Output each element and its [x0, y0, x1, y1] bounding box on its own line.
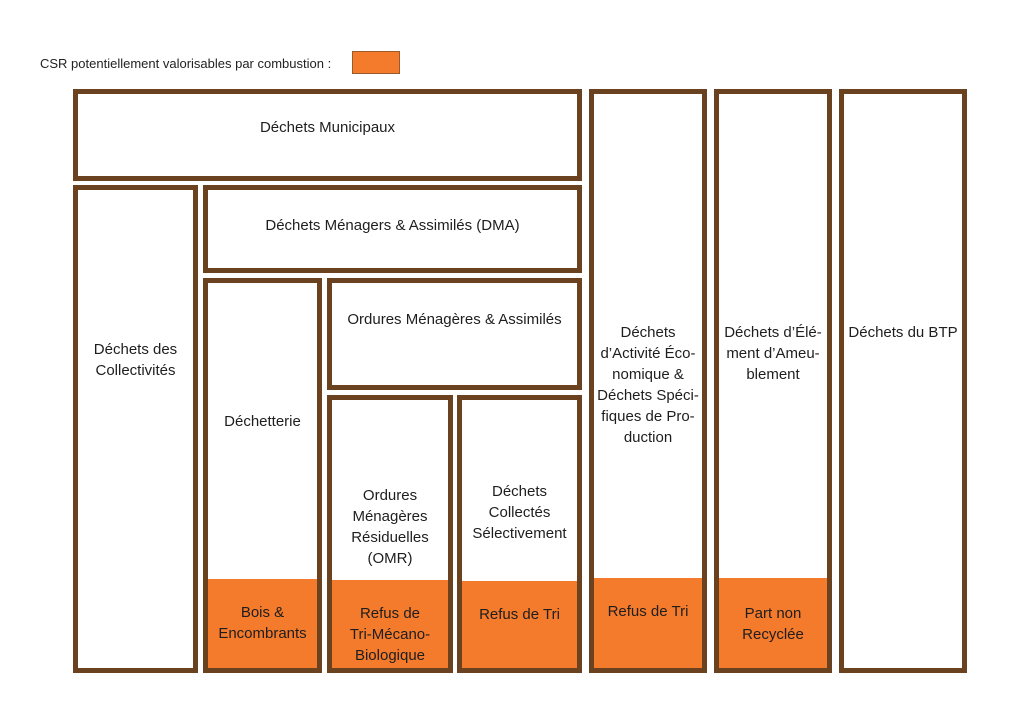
label-line: Recyclée: [742, 626, 804, 643]
box-label: Ordures Ménagères Résiduelles (OMR): [332, 485, 448, 569]
label-line: Refus de Tri: [607, 603, 689, 620]
csr-region-refus-de-tri: Refus de Tri: [594, 578, 702, 668]
label-line: Part non: [744, 605, 802, 622]
box-omr: Ordures Ménagères Résiduelles (OMR) Refu…: [327, 395, 453, 673]
legend-text: CSR potentiellement valorisables par com…: [40, 51, 331, 75]
label-line: Déchets Municipaux: [259, 119, 396, 136]
csr-label: Refus de Tri: [594, 601, 702, 622]
label-line: nomique &: [612, 366, 684, 383]
legend-label: CSR potentiellement valorisables par com…: [40, 55, 332, 71]
csr-region-refus-de-tri: Refus de Tri: [462, 581, 577, 668]
box-label: Ordures Ménagères & Assimilés: [332, 309, 577, 330]
label-line: blement: [746, 366, 800, 383]
box-dechets-collectivites: Déchets des Collectivités: [73, 185, 198, 673]
box-label: Déchets Collectés Sélectivement: [462, 481, 577, 544]
box-dechets-collectes-selectivement: Déchets Collectés Sélectivement Refus de…: [457, 395, 582, 673]
label-line: duction: [623, 429, 673, 446]
csr-label: Refus de Tri: [462, 604, 577, 625]
label-line: Ordures Ménagères & Assimilés: [347, 311, 562, 328]
box-label: Déchetterie: [208, 411, 317, 432]
label-line: (OMR): [367, 550, 413, 567]
box-dae-dechets-activite-economique: Déchets d’Activité Éco- nomique & Déchet…: [589, 89, 707, 673]
label-line: fiques de Pro-: [601, 408, 695, 425]
label-line: Déchets: [620, 324, 676, 341]
csr-region-part-non-recyclee: Part non Recyclée: [719, 578, 827, 668]
label-line: Ménagères: [352, 508, 428, 525]
label-line: Déchets du BTP: [848, 324, 958, 341]
label-line: Collectivités: [95, 362, 176, 379]
box-dechets-btp: Déchets du BTP: [839, 89, 967, 673]
label-line: Tri-Mécano-: [349, 626, 431, 643]
box-dechetterie: Déchetterie Bois & Encombrants: [203, 278, 322, 673]
box-dma: Déchets Ménagers & Assimilés (DMA): [203, 185, 582, 273]
label-line: Sélectivement: [472, 525, 567, 542]
box-label: Déchets des Collectivités: [78, 339, 193, 381]
box-label: Déchets Municipaux: [78, 117, 577, 138]
box-dea-dechets-ameublement: Déchets d’Élé- ment d’Ameu- blement Part…: [714, 89, 832, 673]
csr-label: Bois & Encombrants: [208, 602, 317, 644]
label-line: Bois &: [240, 604, 285, 621]
csr-label: Refus de Tri-Mécano- Biologique: [332, 603, 448, 666]
box-oma: Ordures Ménagères & Assimilés: [327, 278, 582, 390]
label-line: d’Activité Éco-: [600, 345, 696, 362]
label-line: Déchets des: [93, 341, 178, 358]
box-label: Déchets Ménagers & Assimilés (DMA): [208, 215, 577, 236]
label-line: Déchets d’Élé-: [724, 324, 822, 341]
box-dechets-municipaux: Déchets Municipaux: [73, 89, 582, 181]
csr-region-refus-tmb: Refus de Tri-Mécano- Biologique: [332, 580, 448, 668]
label-line: Déchets: [491, 483, 548, 500]
label-line: Ordures: [362, 487, 418, 504]
label-line: Déchetterie: [224, 413, 301, 430]
label-line: Refus de: [359, 605, 421, 622]
label-line: Refus de Tri: [479, 606, 560, 623]
label-line: Déchets Spéci-: [597, 387, 699, 404]
label-line: ment d’Ameu-: [726, 345, 820, 362]
label-line: Résiduelles: [351, 529, 429, 546]
label-line: Biologique: [354, 647, 426, 664]
legend-csr-swatch: [352, 51, 400, 74]
box-label: Déchets d’Élé- ment d’Ameu- blement: [719, 322, 827, 385]
csr-region-bois-encombrants: Bois & Encombrants: [208, 579, 317, 668]
label-line: Collectés: [488, 504, 551, 521]
box-label: Déchets d’Activité Éco- nomique & Déchet…: [594, 322, 702, 448]
label-line: Déchets Ménagers & Assimilés (DMA): [265, 217, 520, 234]
box-label: Déchets du BTP: [844, 322, 962, 343]
csr-label: Part non Recyclée: [719, 603, 827, 645]
label-line: Encombrants: [218, 625, 307, 642]
